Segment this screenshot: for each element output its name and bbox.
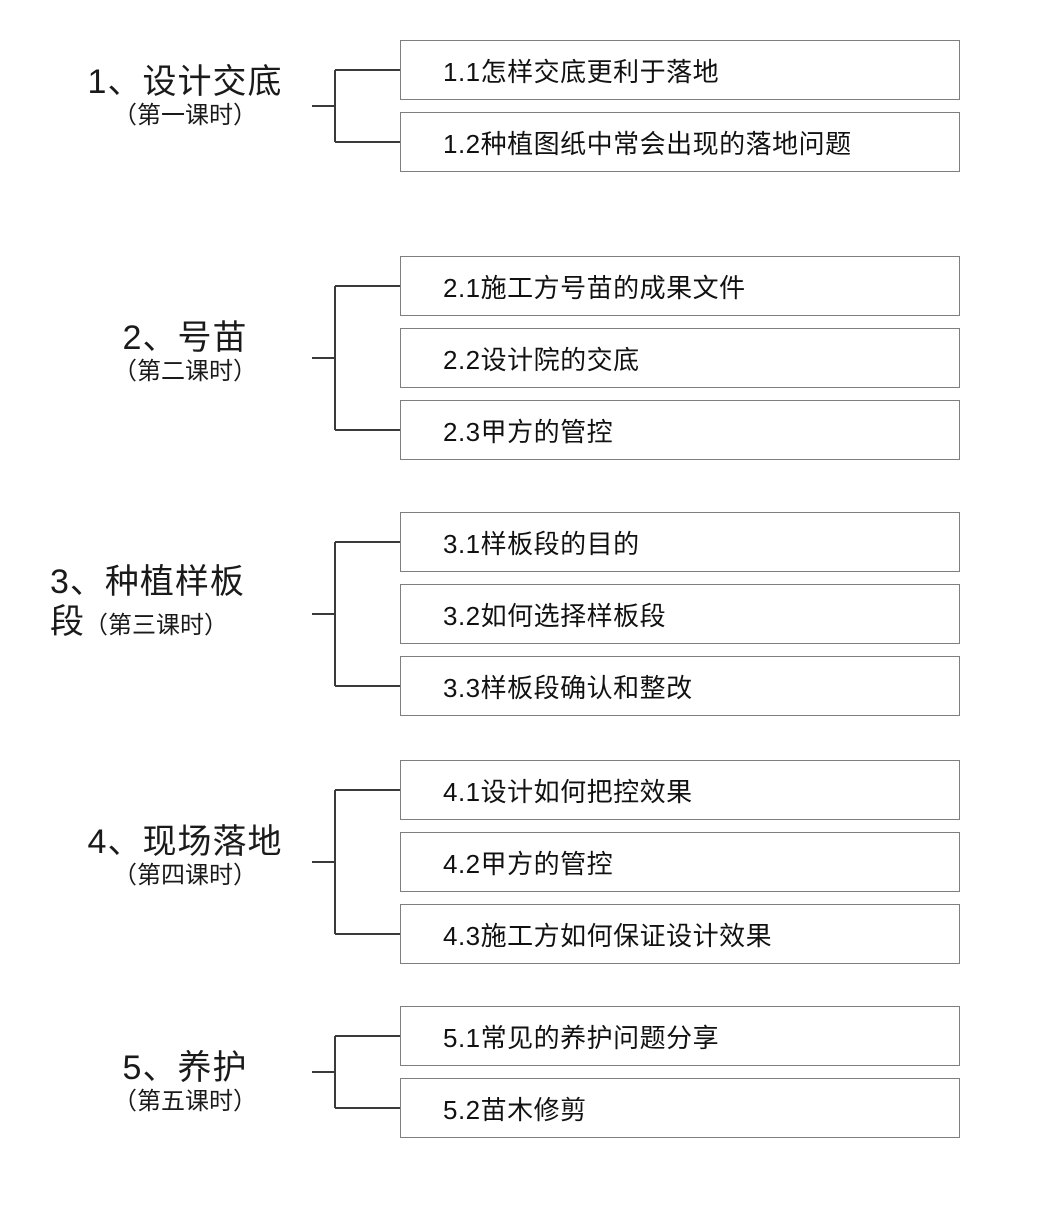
section-3-bracket (312, 541, 400, 687)
section-3-topics: 3.1样板段的目的 3.2如何选择样板段 3.3样板段确认和整改 (400, 512, 960, 716)
topic-box[interactable]: 4.1设计如何把控效果 (400, 760, 960, 820)
section-5-label: 5、养护 （第五课时） (60, 1048, 310, 1116)
topic-box[interactable]: 3.2如何选择样板段 (400, 584, 960, 644)
section-1-topics: 1.1怎样交底更利于落地 1.2种植图纸中常会出现的落地问题 (400, 40, 960, 172)
section-2-topics: 2.1施工方号苗的成果文件 2.2设计院的交底 2.3甲方的管控 (400, 256, 960, 460)
section-2-title: 2、号苗 (122, 319, 248, 357)
section-3-subtitle: （第三课时） (84, 612, 228, 640)
section-3-title: 3、种植样板 (50, 563, 245, 601)
section-5-subtitle: （第五课时） (113, 1088, 257, 1116)
section-1-bracket (312, 69, 400, 143)
section-4-bracket (312, 789, 400, 935)
topic-box[interactable]: 1.2种植图纸中常会出现的落地问题 (400, 112, 960, 172)
section-3-subtitle-line: 段（第三课时） (50, 602, 320, 642)
section-1-label: 1、设计交底 （第一课时） (60, 62, 310, 130)
section-4-title: 4、现场落地 (87, 823, 283, 861)
topic-box[interactable]: 4.2甲方的管控 (400, 832, 960, 892)
topic-box[interactable]: 4.3施工方如何保证设计效果 (400, 904, 960, 964)
section-5-title: 5、养护 (122, 1049, 248, 1087)
topic-box[interactable]: 1.1怎样交底更利于落地 (400, 40, 960, 100)
section-4-label: 4、现场落地 （第四课时） (60, 822, 310, 890)
section-5-topics: 5.1常见的养护问题分享 5.2苗木修剪 (400, 1006, 960, 1138)
section-4-subtitle: （第四课时） (113, 862, 257, 890)
section-1-subtitle: （第一课时） (113, 102, 257, 130)
section-4-topics: 4.1设计如何把控效果 4.2甲方的管控 4.3施工方如何保证设计效果 (400, 760, 960, 964)
topic-box[interactable]: 2.2设计院的交底 (400, 328, 960, 388)
section-3-label: 3、种植样板 段（第三课时） (50, 562, 320, 642)
topic-box[interactable]: 5.1常见的养护问题分享 (400, 1006, 960, 1066)
topic-box[interactable]: 5.2苗木修剪 (400, 1078, 960, 1138)
section-2-label: 2、号苗 （第二课时） (60, 318, 310, 386)
section-2-bracket (312, 285, 400, 431)
section-1-title: 1、设计交底 (87, 63, 283, 101)
topic-box[interactable]: 3.1样板段的目的 (400, 512, 960, 572)
section-5-bracket (312, 1035, 400, 1109)
topic-box[interactable]: 3.3样板段确认和整改 (400, 656, 960, 716)
section-2-subtitle: （第二课时） (113, 358, 257, 386)
section-3-title-cont: 段 (50, 603, 84, 642)
topic-box[interactable]: 2.3甲方的管控 (400, 400, 960, 460)
topic-box[interactable]: 2.1施工方号苗的成果文件 (400, 256, 960, 316)
